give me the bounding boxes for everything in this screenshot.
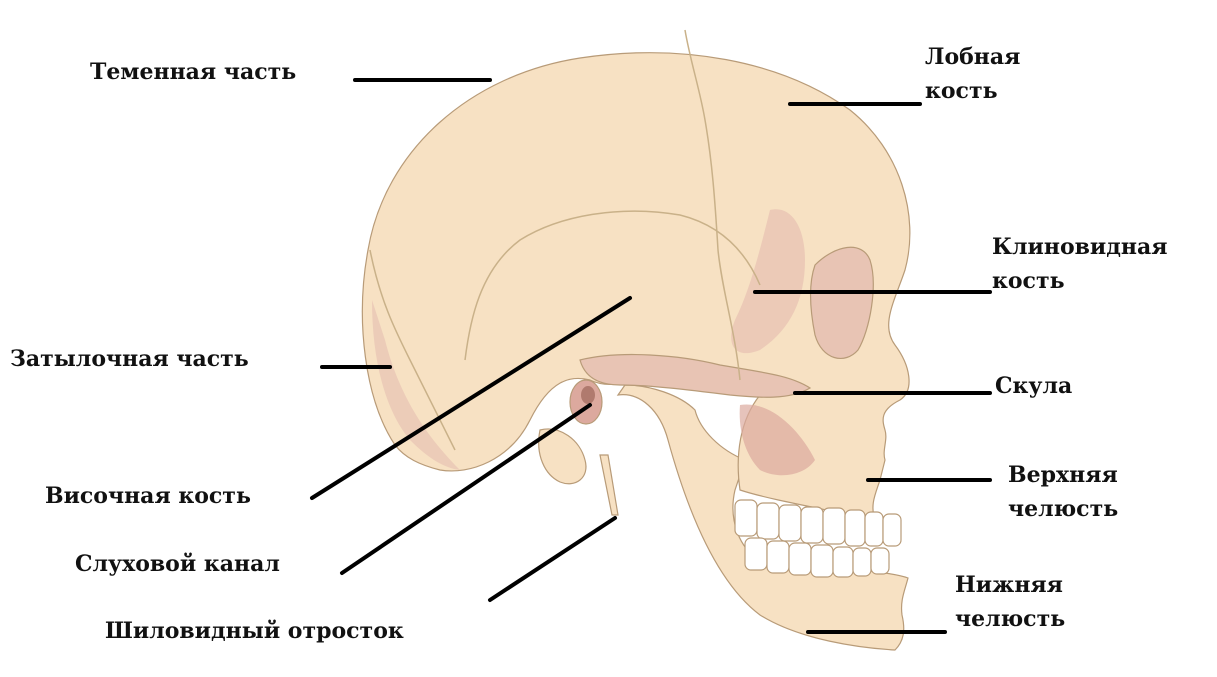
label-sphenoid-line1: Клиновидная: [992, 230, 1168, 264]
label-frontal-line1: Лобная: [925, 40, 1020, 74]
label-styloid: Шиловидный отросток: [105, 615, 404, 647]
ear-canal-inner: [581, 386, 595, 404]
label-zygoma: Скула: [995, 370, 1072, 402]
label-maxilla-line2: челюсть: [1008, 492, 1118, 526]
styloid-process: [600, 455, 618, 515]
label-maxilla-line1: Верхняя: [1008, 458, 1118, 492]
label-maxilla: Верхняя челюсть: [1008, 458, 1118, 526]
label-parietal: Теменная часть: [90, 56, 296, 88]
label-sphenoid: Клиновидная кость: [992, 230, 1168, 298]
label-temporal: Височная кость: [45, 480, 251, 512]
label-mandible: Нижняя челюсть: [955, 568, 1065, 636]
label-ear-canal: Слуховой канал: [75, 548, 280, 580]
label-sphenoid-line2: кость: [992, 264, 1168, 298]
label-mandible-line2: челюсть: [955, 602, 1065, 636]
label-frontal: Лобная кость: [925, 40, 1020, 108]
label-occipital: Затылочная часть: [10, 343, 249, 375]
pointer-styloid: [490, 518, 615, 600]
label-frontal-line2: кость: [925, 74, 1020, 108]
label-mandible-line1: Нижняя: [955, 568, 1065, 602]
